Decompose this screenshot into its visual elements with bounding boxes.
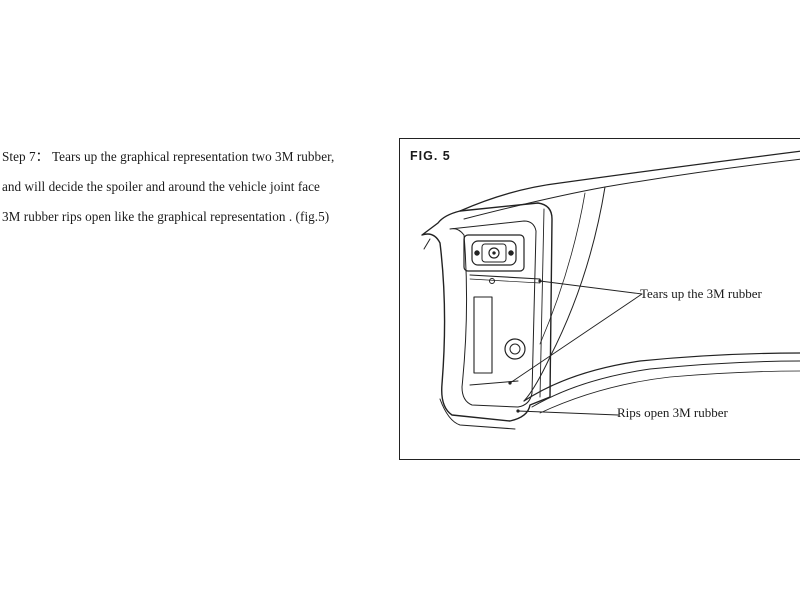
instruction-line-2: and will decide the spoiler and around t… — [2, 179, 320, 194]
tears-leader-upper — [539, 280, 643, 295]
socket-pin-right — [508, 250, 514, 256]
socket-plate — [463, 234, 525, 272]
socket-frame — [471, 240, 517, 266]
socket-hole — [488, 247, 500, 259]
socket-hole-center — [492, 251, 496, 255]
bracket-outline — [421, 202, 553, 422]
side-flare-inner-line — [539, 192, 586, 345]
tears-arrow-upper — [538, 279, 542, 283]
callout-rips-rubber: Rips open 3M rubber — [617, 405, 728, 420]
body-lower-edge — [523, 352, 800, 402]
body-lower-inner-edge — [531, 360, 800, 408]
bracket-side-edge — [539, 208, 545, 398]
instruction-line-3: 3M rubber rips open like the graphical r… — [2, 209, 330, 224]
figure-panel: FIG. 5 Tears up the 3M rubber Rips open … — [399, 138, 800, 460]
side-flare-line — [523, 186, 606, 402]
round-boss-center — [509, 343, 521, 355]
round-boss — [504, 338, 526, 360]
rips-leader — [517, 410, 619, 416]
body-lower-third-edge — [539, 370, 800, 414]
small-hole — [489, 278, 495, 284]
bracket-bottom-edge — [439, 398, 516, 430]
tears-leader-lower — [509, 293, 643, 384]
callout-tears-rubber: Tears up the 3M rubber — [640, 286, 762, 301]
figure-label: FIG. 5 — [410, 149, 451, 163]
body-upper-inner-edge — [463, 158, 800, 220]
tears-arrow-lower — [508, 381, 512, 385]
top-tape-strip-edge — [469, 278, 541, 284]
body-upper-edge — [459, 150, 800, 212]
socket-center — [481, 243, 507, 263]
top-tape-strip — [469, 274, 541, 280]
vertical-slot — [473, 296, 493, 374]
rips-arrow — [516, 409, 520, 413]
spoiler-line-drawing — [421, 150, 800, 430]
bracket-inner-outline — [449, 220, 537, 408]
step-instructions: Step 7： Tears up the graphical represent… — [2, 142, 394, 232]
socket-pin-left — [474, 250, 480, 256]
bracket-tip — [423, 238, 431, 250]
instruction-line-1: Step 7： Tears up the graphical represent… — [2, 149, 335, 164]
